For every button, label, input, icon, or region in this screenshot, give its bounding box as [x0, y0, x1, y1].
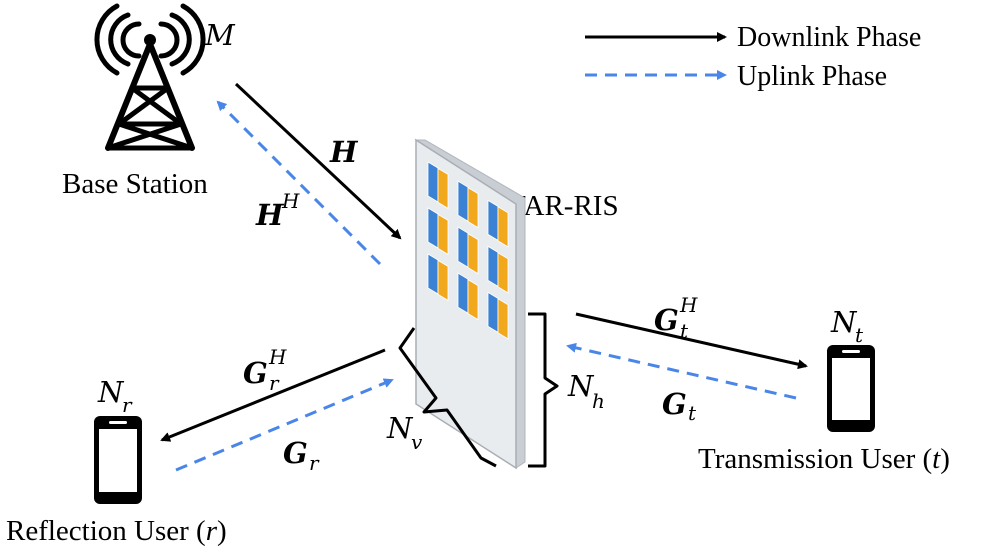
ris-element-blue — [487, 245, 499, 288]
reflection-user-label: Reflection User (r) — [6, 515, 227, 547]
smartphone-icon — [827, 345, 875, 432]
symbol-H-hermitian: H H — [255, 189, 300, 232]
transmission-user: N t Transmission User (t) — [698, 305, 950, 475]
svg-text:G: G — [654, 303, 679, 337]
svg-text:t: t — [688, 401, 697, 425]
downlink-arrow-G-t-H — [575, 312, 808, 370]
ris-element-orange — [497, 252, 509, 294]
svg-text:H: H — [281, 189, 300, 213]
svg-text:t: t — [680, 319, 689, 343]
svg-text:G: G — [283, 436, 308, 470]
ris-element-orange — [467, 186, 479, 229]
ris-element-blue — [427, 161, 439, 203]
svg-text:G: G — [662, 387, 687, 421]
ris-element-blue — [457, 180, 469, 222]
ris-element-blue — [487, 199, 499, 242]
svg-text:N: N — [97, 375, 125, 409]
symbol-G-t: G t — [662, 387, 697, 425]
smartphone-icon — [94, 416, 142, 504]
ris-element-orange — [467, 232, 479, 275]
svg-text:r: r — [309, 451, 320, 475]
legend-uplink-label: Uplink Phase — [737, 61, 887, 92]
brace-N-v: N v — [386, 327, 497, 468]
ris-element-orange — [497, 298, 509, 340]
ris-element-blue — [427, 253, 439, 295]
star-ris: STAR-RIS — [414, 138, 619, 470]
legend: Downlink Phase Uplink Phase — [585, 22, 921, 92]
symbol-H: H — [329, 135, 359, 169]
ris-element-orange — [497, 206, 509, 248]
uplink-arrow-H-hermitian — [216, 100, 382, 266]
svg-text:G: G — [243, 356, 268, 390]
symbol-G-t-H: G H t — [654, 293, 698, 343]
ris-element-orange — [437, 259, 449, 302]
symbol-G-r-H: G H r — [243, 345, 287, 395]
reflection-user-N-r: N r — [97, 375, 133, 417]
svg-text:v: v — [411, 430, 423, 454]
legend-downlink-label: Downlink Phase — [737, 22, 921, 53]
transmission-user-N-t: N t — [830, 305, 864, 347]
ris-element-blue — [487, 291, 499, 334]
svg-text:t: t — [855, 323, 864, 347]
transmission-user-label: Transmission User (t) — [698, 443, 950, 475]
downlink-arrow-H — [234, 82, 402, 240]
ris-element-blue — [457, 272, 469, 314]
svg-text:h: h — [592, 389, 605, 413]
symbol-M: M — [204, 18, 236, 52]
ris-element-blue — [457, 226, 469, 268]
ris-element-orange — [467, 278, 479, 321]
tower-icon — [94, 3, 206, 151]
svg-text:H: H — [268, 345, 287, 369]
symbol-G-r: G r — [283, 436, 320, 475]
downlink-arrow-G-r-H — [160, 348, 386, 442]
svg-text:N: N — [386, 411, 414, 445]
ris-element-grid — [427, 161, 509, 340]
ris-element-orange — [437, 213, 449, 256]
brace-N-h: N h — [528, 312, 605, 468]
ris-element-blue — [427, 207, 439, 249]
reflection-user: N r Reflection User (r) — [6, 375, 227, 547]
svg-text:r: r — [122, 393, 133, 417]
svg-text:H: H — [679, 293, 698, 317]
base-station-label: Base Station — [62, 168, 208, 200]
svg-text:H: H — [255, 198, 285, 232]
base-station: Base Station M — [62, 3, 236, 200]
ris-element-orange — [437, 167, 449, 210]
svg-text:r: r — [269, 371, 280, 395]
svg-text:N: N — [567, 369, 595, 403]
svg-text:N: N — [830, 305, 858, 339]
